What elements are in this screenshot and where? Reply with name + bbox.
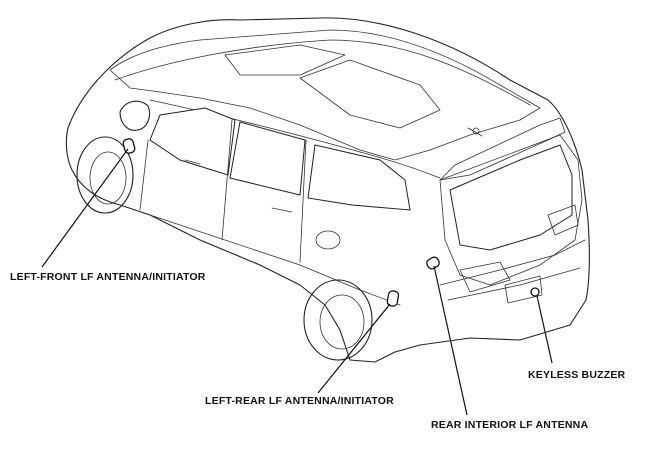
- left-rear-antenna-label: LEFT-REAR LF ANTENNA/INITIATOR: [205, 395, 394, 407]
- left-front-antenna-label: LEFT-FRONT LF ANTENNA/INITIATOR: [10, 271, 206, 283]
- left-front-antenna-part: [122, 138, 136, 154]
- leader-keyless-buzzer: [536, 295, 553, 364]
- rear-interior-antenna-part: [426, 256, 440, 270]
- keyless-buzzer-part: [530, 287, 540, 297]
- leader-left-rear: [317, 303, 391, 394]
- leader-rear-interior: [433, 265, 468, 416]
- rear-interior-antenna-label: REAR INTERIOR LF ANTENNA: [431, 419, 589, 431]
- leader-left-front: [41, 148, 129, 268]
- suv-outline-drawing: [65, 17, 590, 363]
- left-rear-antenna-part: [386, 290, 400, 307]
- keyless-buzzer-label: KEYLESS BUZZER: [528, 369, 626, 381]
